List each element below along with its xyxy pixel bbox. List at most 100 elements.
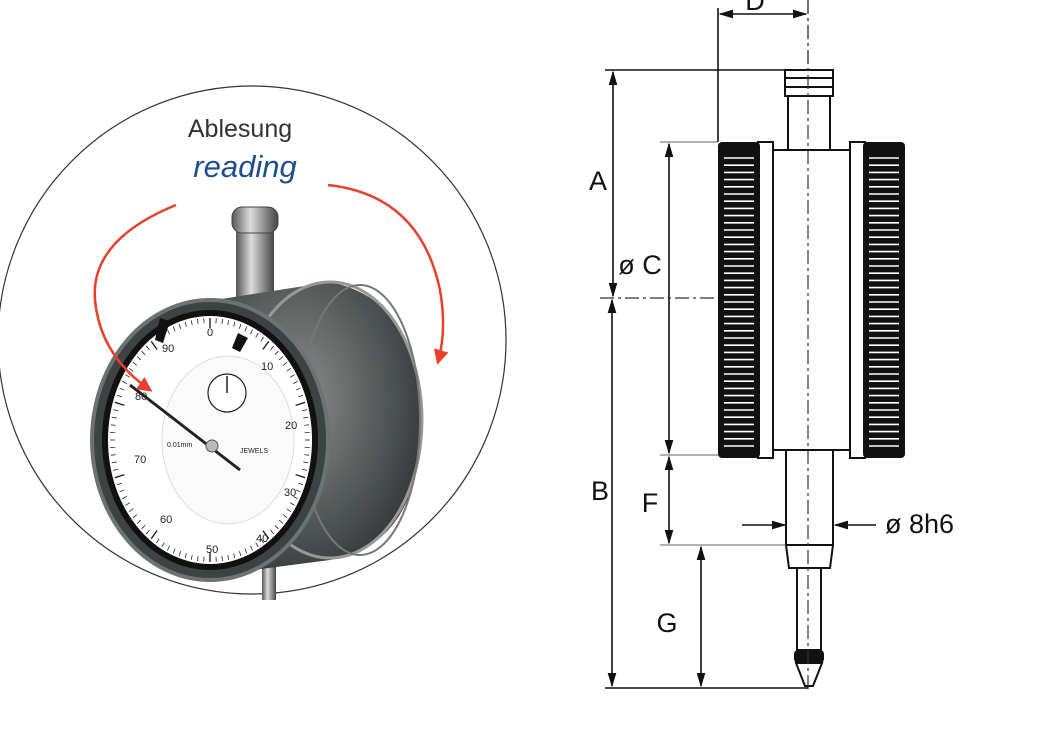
dial-tick — [172, 326, 176, 332]
dial-num-20: 20 — [285, 420, 297, 432]
dial-tick — [125, 502, 131, 506]
clamping-stem — [784, 449, 835, 687]
bezel-knurl-left — [718, 142, 760, 458]
housing — [772, 149, 851, 451]
dial-tick — [250, 545, 253, 551]
label-c: ø C — [618, 250, 662, 280]
dial-num-0: 0 — [207, 327, 213, 339]
dial-tick — [303, 416, 309, 419]
dial-tick — [113, 468, 119, 471]
dial-tick — [119, 387, 125, 391]
dial-tick — [114, 401, 125, 407]
dial-tick — [221, 318, 223, 324]
dial-needle — [129, 383, 241, 472]
dial-tick — [270, 529, 275, 535]
label-ablesung: Ablesung — [188, 115, 292, 143]
dial-tick — [262, 340, 270, 350]
dial-num-50: 50 — [206, 544, 218, 556]
top-cap — [784, 69, 834, 151]
dial-tick — [132, 514, 138, 519]
dial-tick — [150, 340, 158, 350]
dial-tick — [190, 554, 193, 560]
dial-tick — [301, 409, 307, 412]
dial-tick — [116, 482, 122, 486]
dial-tick — [293, 380, 298, 384]
dial-tick — [244, 326, 248, 332]
dial-tick — [113, 409, 119, 412]
dial-num-90: 90 — [162, 343, 174, 355]
dial-tick — [161, 542, 165, 548]
dial-tick — [227, 320, 230, 326]
dial-tick — [172, 548, 176, 554]
dial-brand: JEWELS — [240, 448, 268, 455]
label-stem-diameter: ø 8h6 — [885, 509, 954, 539]
dial-tick — [197, 318, 199, 324]
dial-tick — [184, 321, 187, 327]
dial-tick — [262, 530, 270, 540]
dial-tick — [119, 489, 125, 493]
dial-tick — [295, 387, 301, 391]
dial-tick — [116, 394, 122, 398]
dial-tick — [298, 394, 304, 398]
reading-arrow-right — [327, 183, 449, 365]
dial-tick — [141, 525, 146, 530]
dial-tick — [227, 554, 230, 560]
dial-tick — [274, 350, 279, 355]
dial-tick — [282, 514, 288, 519]
dial-tick — [244, 548, 248, 554]
bezel-knurl-right — [863, 142, 905, 458]
label-f: F — [642, 488, 659, 518]
dial-tick — [286, 367, 292, 372]
dial-tick — [304, 454, 310, 456]
dial-tick — [278, 356, 284, 361]
dial-tick — [301, 468, 307, 471]
dial-tick — [197, 556, 199, 562]
label-reading: reading — [193, 149, 296, 184]
dial-tick — [128, 508, 134, 513]
dial-tick — [114, 473, 125, 479]
reading-illustration: 0 10 20 30 40 50 60 70 80 90 0.01mm JEWE… — [0, 85, 507, 600]
dial-tick — [293, 496, 298, 500]
dial-unit: 0.01mm — [167, 442, 192, 449]
dial-tick — [303, 461, 309, 464]
dial-tick — [233, 553, 236, 559]
dial-tick — [128, 367, 134, 372]
dial-num-70: 70 — [134, 454, 146, 466]
dial-tick — [238, 323, 242, 329]
dial-tick — [190, 320, 193, 326]
dial-tick — [274, 525, 279, 530]
dial-tick — [295, 489, 301, 493]
dial-tick — [110, 454, 116, 456]
dial-tick — [260, 336, 264, 342]
label-b: B — [591, 476, 609, 506]
dial-tick — [295, 473, 306, 479]
dial-tick — [110, 424, 116, 426]
dial-num-40: 40 — [256, 533, 268, 545]
dial-num-10: 10 — [261, 361, 273, 373]
dial-tick — [295, 401, 306, 407]
technical-drawing: D A ø C B F G ø 8h6 — [589, 0, 954, 692]
dial-tick — [221, 556, 223, 562]
dial-tick — [233, 321, 236, 327]
dial-tick — [111, 416, 117, 419]
dial-tick — [132, 361, 138, 366]
dial-tick — [122, 380, 127, 384]
dial-tick — [111, 461, 117, 464]
dial-tick — [167, 545, 170, 551]
dial-tick — [282, 361, 288, 366]
dial-tick — [184, 553, 187, 559]
label-g: G — [656, 608, 677, 638]
reading-arrow-left — [93, 203, 177, 392]
dial-tick — [178, 551, 182, 557]
dial-tick — [289, 502, 295, 506]
dial-num-60: 60 — [160, 514, 172, 526]
dial-tick — [255, 332, 259, 338]
dial-num-80: 80 — [135, 391, 147, 403]
dial-tick — [156, 538, 160, 544]
dial-tick — [122, 496, 127, 500]
dial-tick — [286, 508, 292, 513]
dial-tick — [136, 356, 142, 361]
dial-num-30: 30 — [284, 487, 296, 499]
dial-tick — [298, 482, 304, 486]
